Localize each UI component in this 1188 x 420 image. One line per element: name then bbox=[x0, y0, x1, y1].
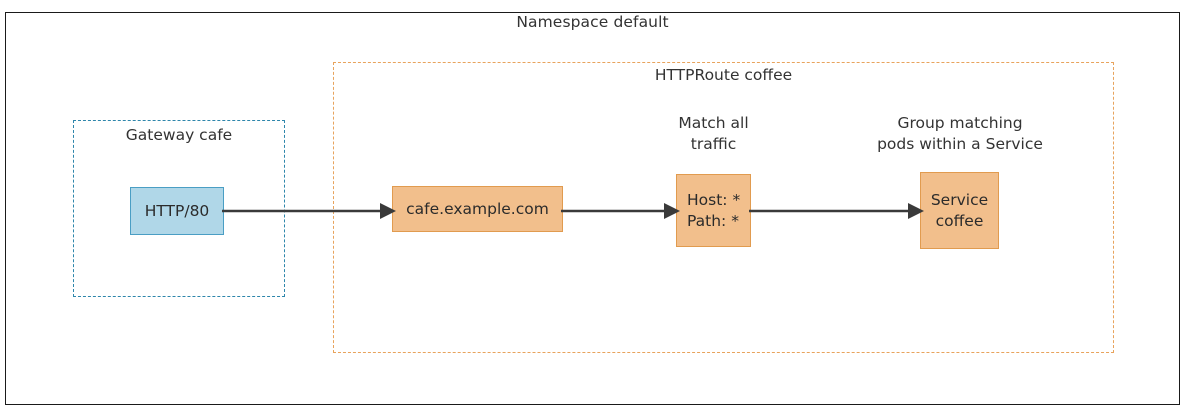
httproute-match-node[interactable]: Host: * Path: * bbox=[676, 174, 751, 247]
httproute-hostname-node[interactable]: cafe.example.com bbox=[392, 186, 563, 232]
backend-caption-line2: pods within a Service bbox=[877, 134, 1043, 153]
gateway-listener-text: HTTP/80 bbox=[144, 201, 210, 220]
connector-hostname-to-match-arrow bbox=[561, 203, 680, 219]
httproute-hostname-text: cafe.example.com bbox=[406, 199, 549, 218]
match-caption: Match all traffic bbox=[648, 113, 779, 155]
gateway-listener-node[interactable]: HTTP/80 bbox=[130, 187, 224, 235]
httproute-label: HTTPRoute coffee bbox=[654, 66, 793, 84]
backend-service-node[interactable]: Service coffee bbox=[920, 172, 999, 249]
httproute-container bbox=[333, 62, 1114, 353]
connector-match-to-service bbox=[749, 196, 924, 226]
match-caption-line2: traffic bbox=[690, 134, 737, 153]
match-path-text: Path: * bbox=[687, 211, 739, 230]
backend-service-kind-text: Service bbox=[930, 190, 989, 209]
connector-listener-to-hostname bbox=[222, 196, 396, 226]
gateway-container bbox=[73, 120, 285, 297]
backend-caption: Group matching pods within a Service bbox=[869, 113, 1051, 155]
connector-listener-to-hostname-arrow bbox=[222, 203, 396, 219]
connector-hostname-to-match bbox=[561, 196, 680, 226]
backend-caption-line1: Group matching bbox=[897, 114, 1023, 132]
namespace-label: Namespace default bbox=[516, 13, 669, 31]
gateway-label: Gateway cafe bbox=[125, 126, 233, 144]
match-caption-line1: Match all bbox=[678, 114, 749, 132]
match-host-text: Host: * bbox=[687, 190, 741, 209]
backend-service-name-text: coffee bbox=[935, 211, 984, 230]
connector-match-to-service-arrow bbox=[749, 203, 924, 219]
